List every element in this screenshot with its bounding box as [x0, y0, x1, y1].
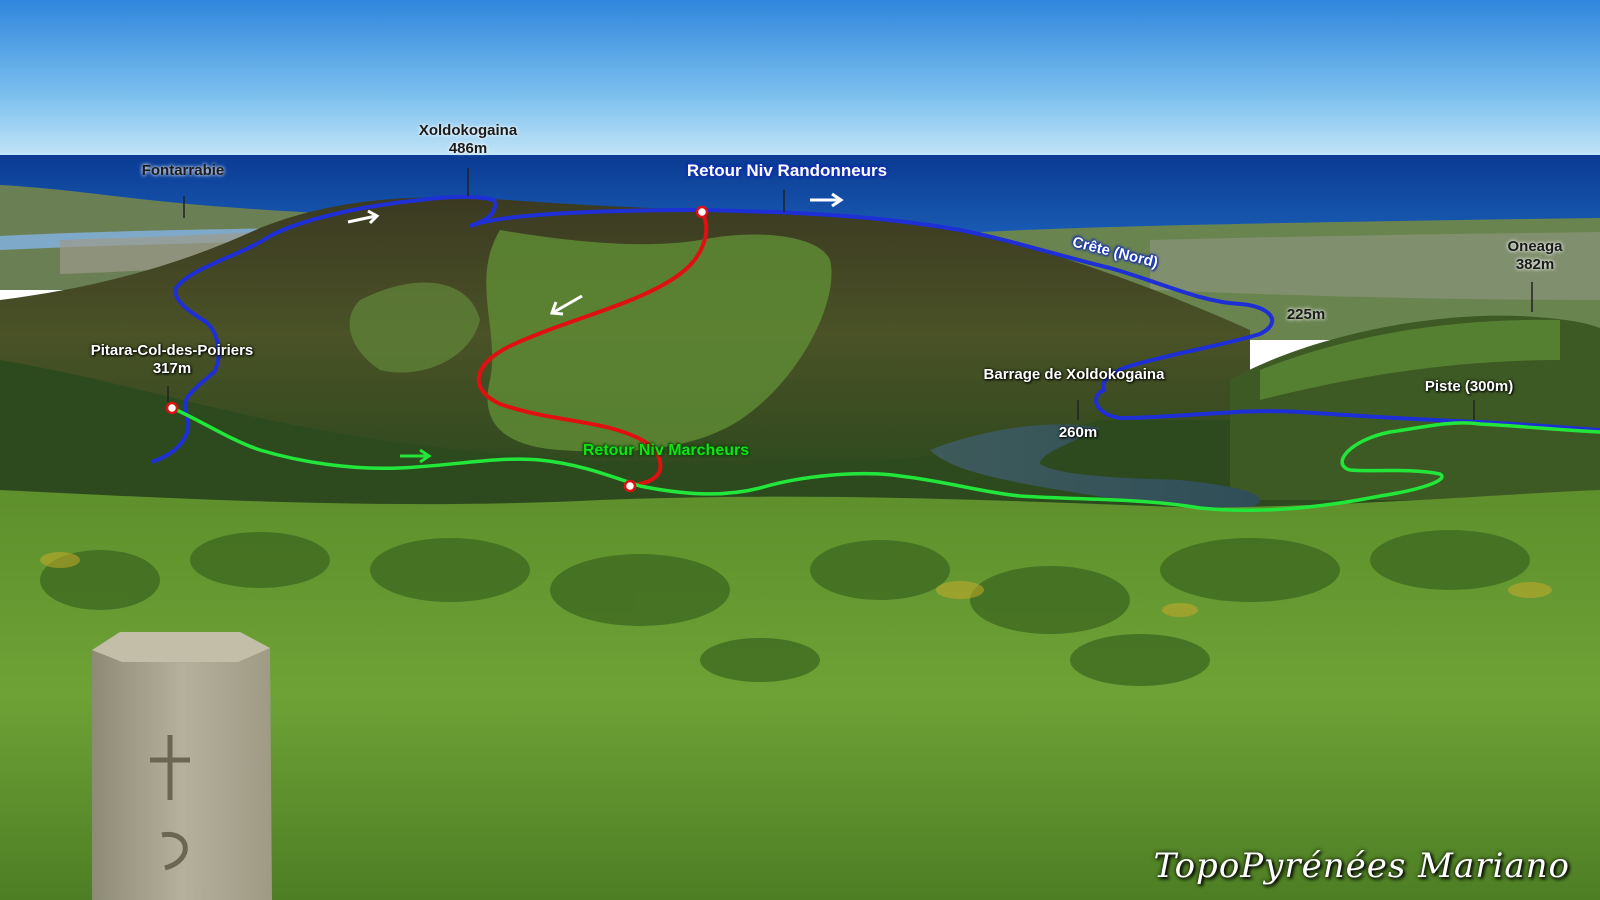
- forest-band: [0, 360, 1600, 520]
- label-alt-225: 225m: [1286, 306, 1326, 323]
- right-hill-slope: [1260, 319, 1560, 400]
- waypoint-pitara: [165, 401, 179, 415]
- arrow-right-icon: [400, 448, 432, 464]
- sky: [0, 0, 1600, 160]
- arrow-right-icon: [347, 209, 380, 225]
- label-xoldokogaina: Xoldokogaina 486m: [398, 122, 538, 158]
- town-right: [1150, 232, 1600, 300]
- route-green: [171, 406, 1600, 513]
- label-oneaga-name: Oneaga: [1507, 238, 1563, 255]
- route-blue: [151, 195, 1600, 464]
- shrubs: [40, 530, 1530, 686]
- label-retour-marcheurs: Retour Niv Marcheurs: [582, 442, 750, 459]
- label-xoldokogaina-alt: 486m: [448, 140, 488, 157]
- label-alt-260: 260m: [1058, 424, 1098, 441]
- label-fontarrabie: Fontarrabie: [141, 162, 225, 179]
- boundary-stone: [92, 632, 272, 900]
- label-oneaga: Oneaga 382m: [1490, 238, 1580, 274]
- route-red: [476, 211, 709, 488]
- waypoint-marcheurs: [623, 479, 637, 493]
- label-barrage: Barrage de Xoldokogaina: [983, 366, 1165, 383]
- leader-lines: [167, 168, 1533, 420]
- watermark: TopoPyrénées Mariano: [1153, 846, 1570, 886]
- gorse-flowers: [40, 552, 1552, 617]
- hill-meadow: [486, 230, 832, 452]
- label-retour-randonneurs: Retour Niv Randonneurs: [686, 161, 888, 180]
- lake: [930, 424, 1261, 509]
- hill-meadow-2: [349, 282, 480, 373]
- label-pitara-name: Pitara-Col-des-Poiriers: [90, 342, 254, 359]
- waypoint-randonneurs: [695, 205, 709, 219]
- arrow-right-icon: [810, 192, 844, 208]
- label-oneaga-alt: 382m: [1515, 256, 1555, 273]
- label-piste: Piste (300m): [1424, 378, 1514, 395]
- label-pitara: Pitara-Col-des-Poiriers 317m: [72, 342, 272, 378]
- arrow-down-left-icon: [549, 294, 583, 316]
- label-pitara-alt: 317m: [152, 360, 192, 377]
- label-xoldokogaina-name: Xoldokogaina: [418, 122, 518, 139]
